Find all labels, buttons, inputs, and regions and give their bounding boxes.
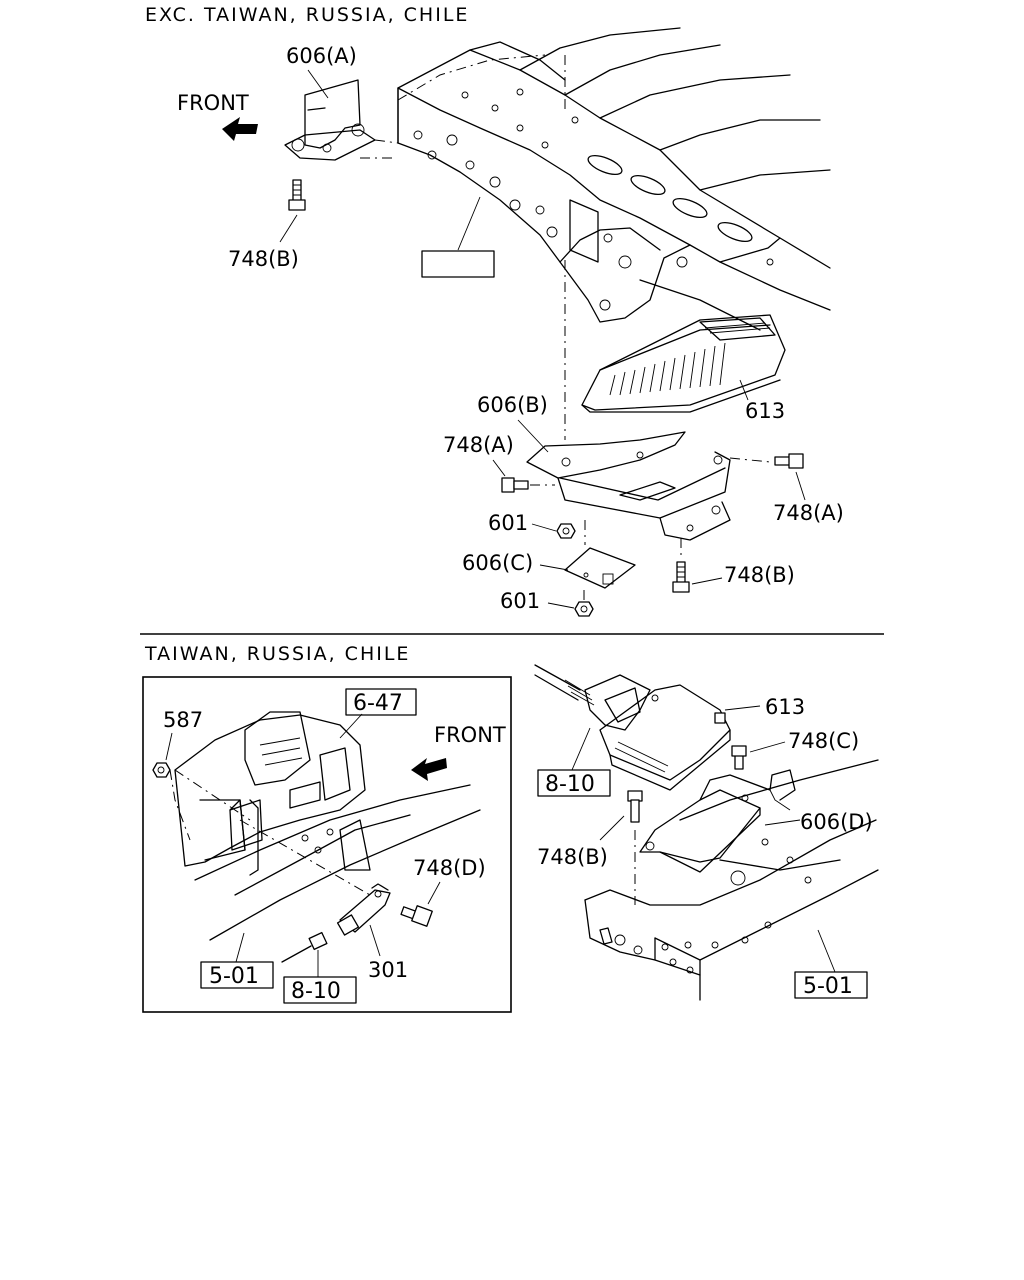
label-613-bottom: 613 [765,695,805,719]
ref-box-647 [345,688,417,716]
label-748a-left: 748(A) [443,433,514,457]
harness-connector [534,664,651,731]
inset-frame [142,676,512,1013]
ref-box-501-right [794,971,868,999]
label-301: 301 [368,958,408,982]
front-arrow-icon-inset [411,758,447,781]
label-587: 587 [163,708,203,732]
inset-cab-structure [169,711,481,941]
connector-inset [281,931,328,963]
ecu-613-bottom [599,684,731,791]
label-606a: 606(A) [286,44,357,68]
bolt-748c [731,745,747,770]
label-606d: 606(D) [800,810,873,834]
label-748a-right: 748(A) [773,501,844,525]
label-606c: 606(C) [462,551,533,575]
bracket-606d [639,769,796,873]
bolt-748b-lower [672,561,690,593]
bottom-section-header: TAIWAN, RUSSIA, CHILE [144,643,410,665]
sensor-301 [239,819,391,936]
bolt-748b-bottom [627,790,643,823]
ecu-613-top [581,314,786,413]
ref-box-501-top [421,250,495,278]
ref-647: 6-47 [353,691,403,716]
top-section-header: EXC. TAIWAN, RUSSIA, CHILE [145,4,469,26]
bracket-606b [526,431,771,541]
top-front-label: FRONT [177,91,249,115]
ref-box-810-inset [283,976,357,1004]
label-748b-lower: 748(B) [724,563,795,587]
label-748c: 748(C) [788,729,859,753]
label-613-top: 613 [745,399,785,423]
label-601-lower: 601 [500,589,540,613]
label-748d: 748(D) [413,856,486,880]
chassis-frame-top [397,27,831,440]
ref-box-810-right [537,769,611,797]
plate-606c [564,547,636,589]
label-748b-top: 748(B) [228,247,299,271]
inset-front-label: FRONT [434,723,506,747]
nut-601-upper [556,523,576,539]
ref-501-inset: 5-01 [209,964,259,989]
bolt-748a-left [501,477,529,493]
label-606b: 606(B) [477,393,548,417]
bolt-748b-top [288,179,306,211]
nut-587 [152,762,171,778]
ref-box-501-inset [200,961,274,989]
ref-810-right: 8-10 [545,772,595,797]
ref-810-inset: 8-10 [291,979,341,1004]
nut-601-lower [574,601,594,617]
bolt-748d [400,905,433,927]
label-748b-bottom: 748(B) [537,845,608,869]
front-arrow-icon [222,117,258,141]
bolt-748a-right [774,453,804,469]
chassis-frame-bottom [584,759,879,1001]
bracket-606a [284,79,399,161]
label-601-upper: 601 [488,511,528,535]
ref-501-right: 5-01 [803,974,853,999]
